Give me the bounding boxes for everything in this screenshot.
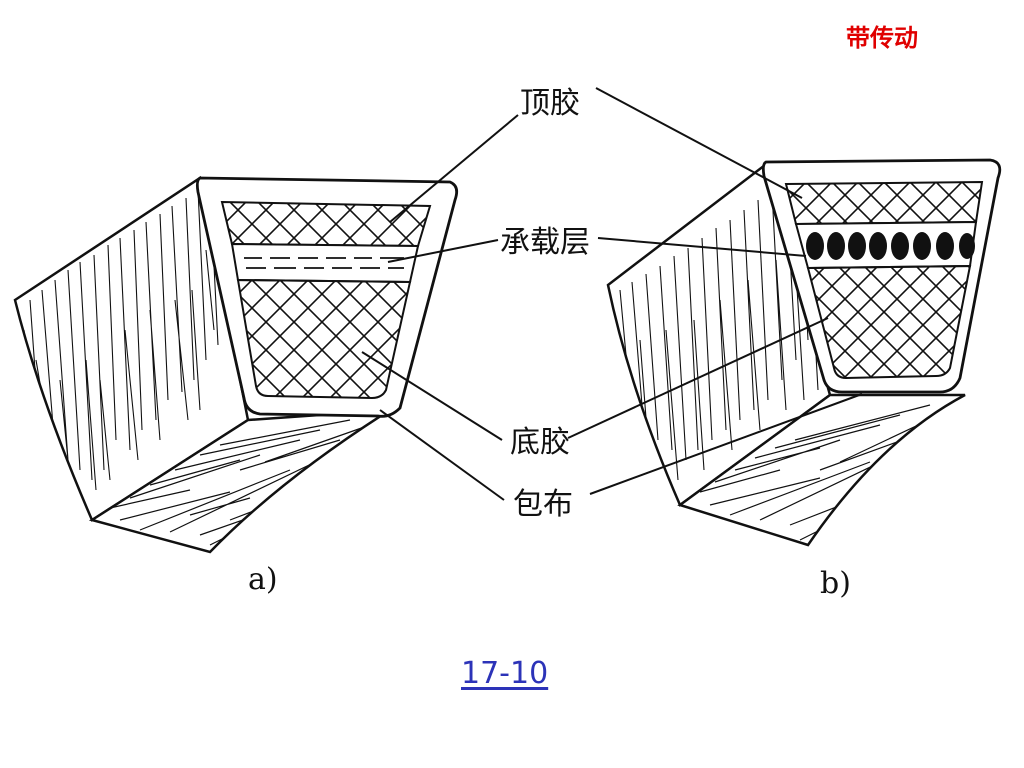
figure-number-link[interactable]: 17-10 bbox=[461, 656, 549, 691]
leader-lines bbox=[361, 87, 863, 501]
belt-a bbox=[13, 175, 459, 554]
label-wrap-cloth: 包布 bbox=[513, 487, 573, 522]
section-title: 带传动 bbox=[846, 24, 918, 52]
label-load-layer: 承载层 bbox=[500, 225, 590, 260]
subfigure-label-a: a) bbox=[248, 562, 278, 597]
label-bottom-rubber: 底胶 bbox=[510, 425, 570, 460]
label-top-rubber: 顶胶 bbox=[520, 86, 580, 121]
belt-b bbox=[606, 158, 1002, 547]
subfigure-label-b: b) bbox=[820, 566, 851, 601]
